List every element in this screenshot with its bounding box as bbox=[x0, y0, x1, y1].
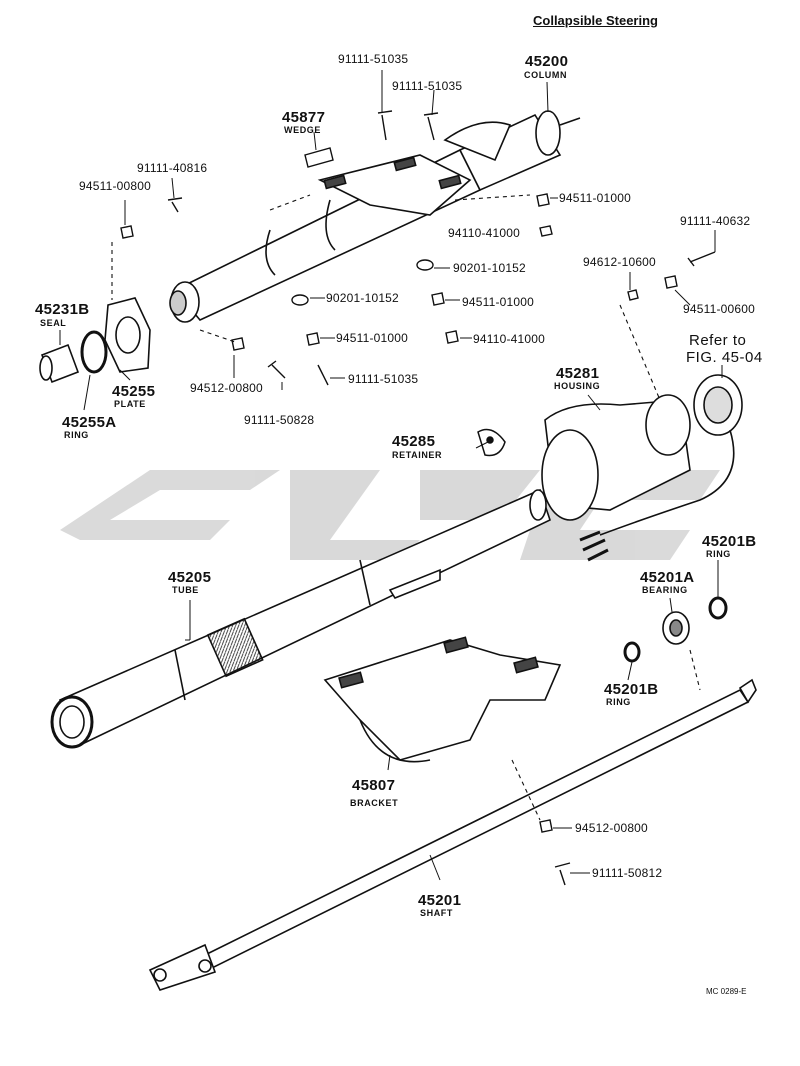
assembly-number: 45281 bbox=[556, 365, 600, 382]
fastener-part-number: 91111-50828 bbox=[244, 413, 315, 427]
leader-lines bbox=[59, 70, 723, 881]
assembly-name: HOUSING bbox=[554, 381, 601, 391]
fastener-part-number: 94512-00800 bbox=[575, 821, 648, 835]
assembly-name: BEARING bbox=[642, 585, 688, 595]
assembly-number: 45201 bbox=[418, 892, 462, 909]
fastener-part-number: 91111-51035 bbox=[392, 79, 463, 93]
shaft-assembly bbox=[148, 678, 757, 991]
column-assembly bbox=[169, 110, 581, 323]
fastener-part-number: 94511-01000 bbox=[336, 331, 409, 345]
diagram-title: Collapsible Steering bbox=[533, 13, 658, 28]
retainer-part bbox=[477, 428, 506, 457]
assembly-number: 45255 bbox=[112, 383, 156, 400]
figure-code: MC 0289-E bbox=[706, 987, 747, 996]
assembly-number: 45877 bbox=[282, 109, 326, 126]
assembly-number: 45231B bbox=[35, 301, 90, 318]
assembly-name: RING bbox=[706, 549, 731, 559]
fastener-part-number: 94612-10600 bbox=[583, 255, 656, 269]
assembly-name: RETAINER bbox=[392, 450, 443, 460]
fastener-part-number: 94511-00600 bbox=[683, 302, 756, 316]
tube-assembly bbox=[50, 488, 551, 749]
reference-note-line1: Refer to bbox=[689, 332, 747, 349]
assembly-lines bbox=[111, 194, 701, 821]
assembly-number: 45285 bbox=[392, 433, 436, 450]
assembly-name: SHAFT bbox=[420, 908, 453, 918]
assembly-name: WEDGE bbox=[284, 125, 322, 135]
assembly-name: RING bbox=[64, 430, 89, 440]
assembly-name: BRACKET bbox=[350, 798, 399, 808]
assembly-number: 45205 bbox=[168, 569, 212, 586]
fastener-part-number: 91111-40816 bbox=[137, 161, 208, 175]
fastener-part-number: 91111-50812 bbox=[592, 866, 663, 880]
bracket-part bbox=[323, 636, 562, 763]
assembly-number: 45201B bbox=[702, 533, 757, 550]
assembly-number: 45201A bbox=[640, 569, 695, 586]
fastener-part-number: 91111-51035 bbox=[348, 372, 419, 386]
assembly-number: 45807 bbox=[352, 777, 396, 794]
fastener-part-number: 91111-51035 bbox=[338, 52, 409, 66]
fastener-part-number: 94110-41000 bbox=[448, 226, 521, 240]
plate-seal-ring bbox=[39, 297, 151, 384]
assembly-number: 45200 bbox=[525, 53, 569, 70]
housing-assembly bbox=[541, 374, 743, 562]
fastener-glyphs bbox=[120, 110, 716, 886]
fastener-part-number: 90201-10152 bbox=[453, 261, 526, 275]
fastener-part-number: 94512-00800 bbox=[190, 381, 263, 395]
assembly-name: PLATE bbox=[114, 399, 146, 409]
assembly-name: COLUMN bbox=[524, 70, 568, 80]
bearing-and-rings bbox=[623, 596, 728, 663]
assembly-number: 45201B bbox=[604, 681, 659, 698]
fastener-part-number: 91111-40632 bbox=[680, 214, 751, 228]
assembly-name: TUBE bbox=[172, 585, 199, 595]
assembly-name: SEAL bbox=[40, 318, 67, 328]
fastener-part-number: 94511-01000 bbox=[559, 191, 632, 205]
fastener-part-number: 94110-41000 bbox=[473, 332, 546, 346]
reference-note-line2: FIG. 45-04 bbox=[686, 349, 763, 366]
fastener-part-number: 94511-00800 bbox=[79, 179, 152, 193]
fastener-part-number: 90201-10152 bbox=[326, 291, 399, 305]
fastener-part-number: 94511-01000 bbox=[462, 295, 535, 309]
assembly-number: 45255A bbox=[62, 414, 117, 431]
assembly-name: RING bbox=[606, 697, 631, 707]
